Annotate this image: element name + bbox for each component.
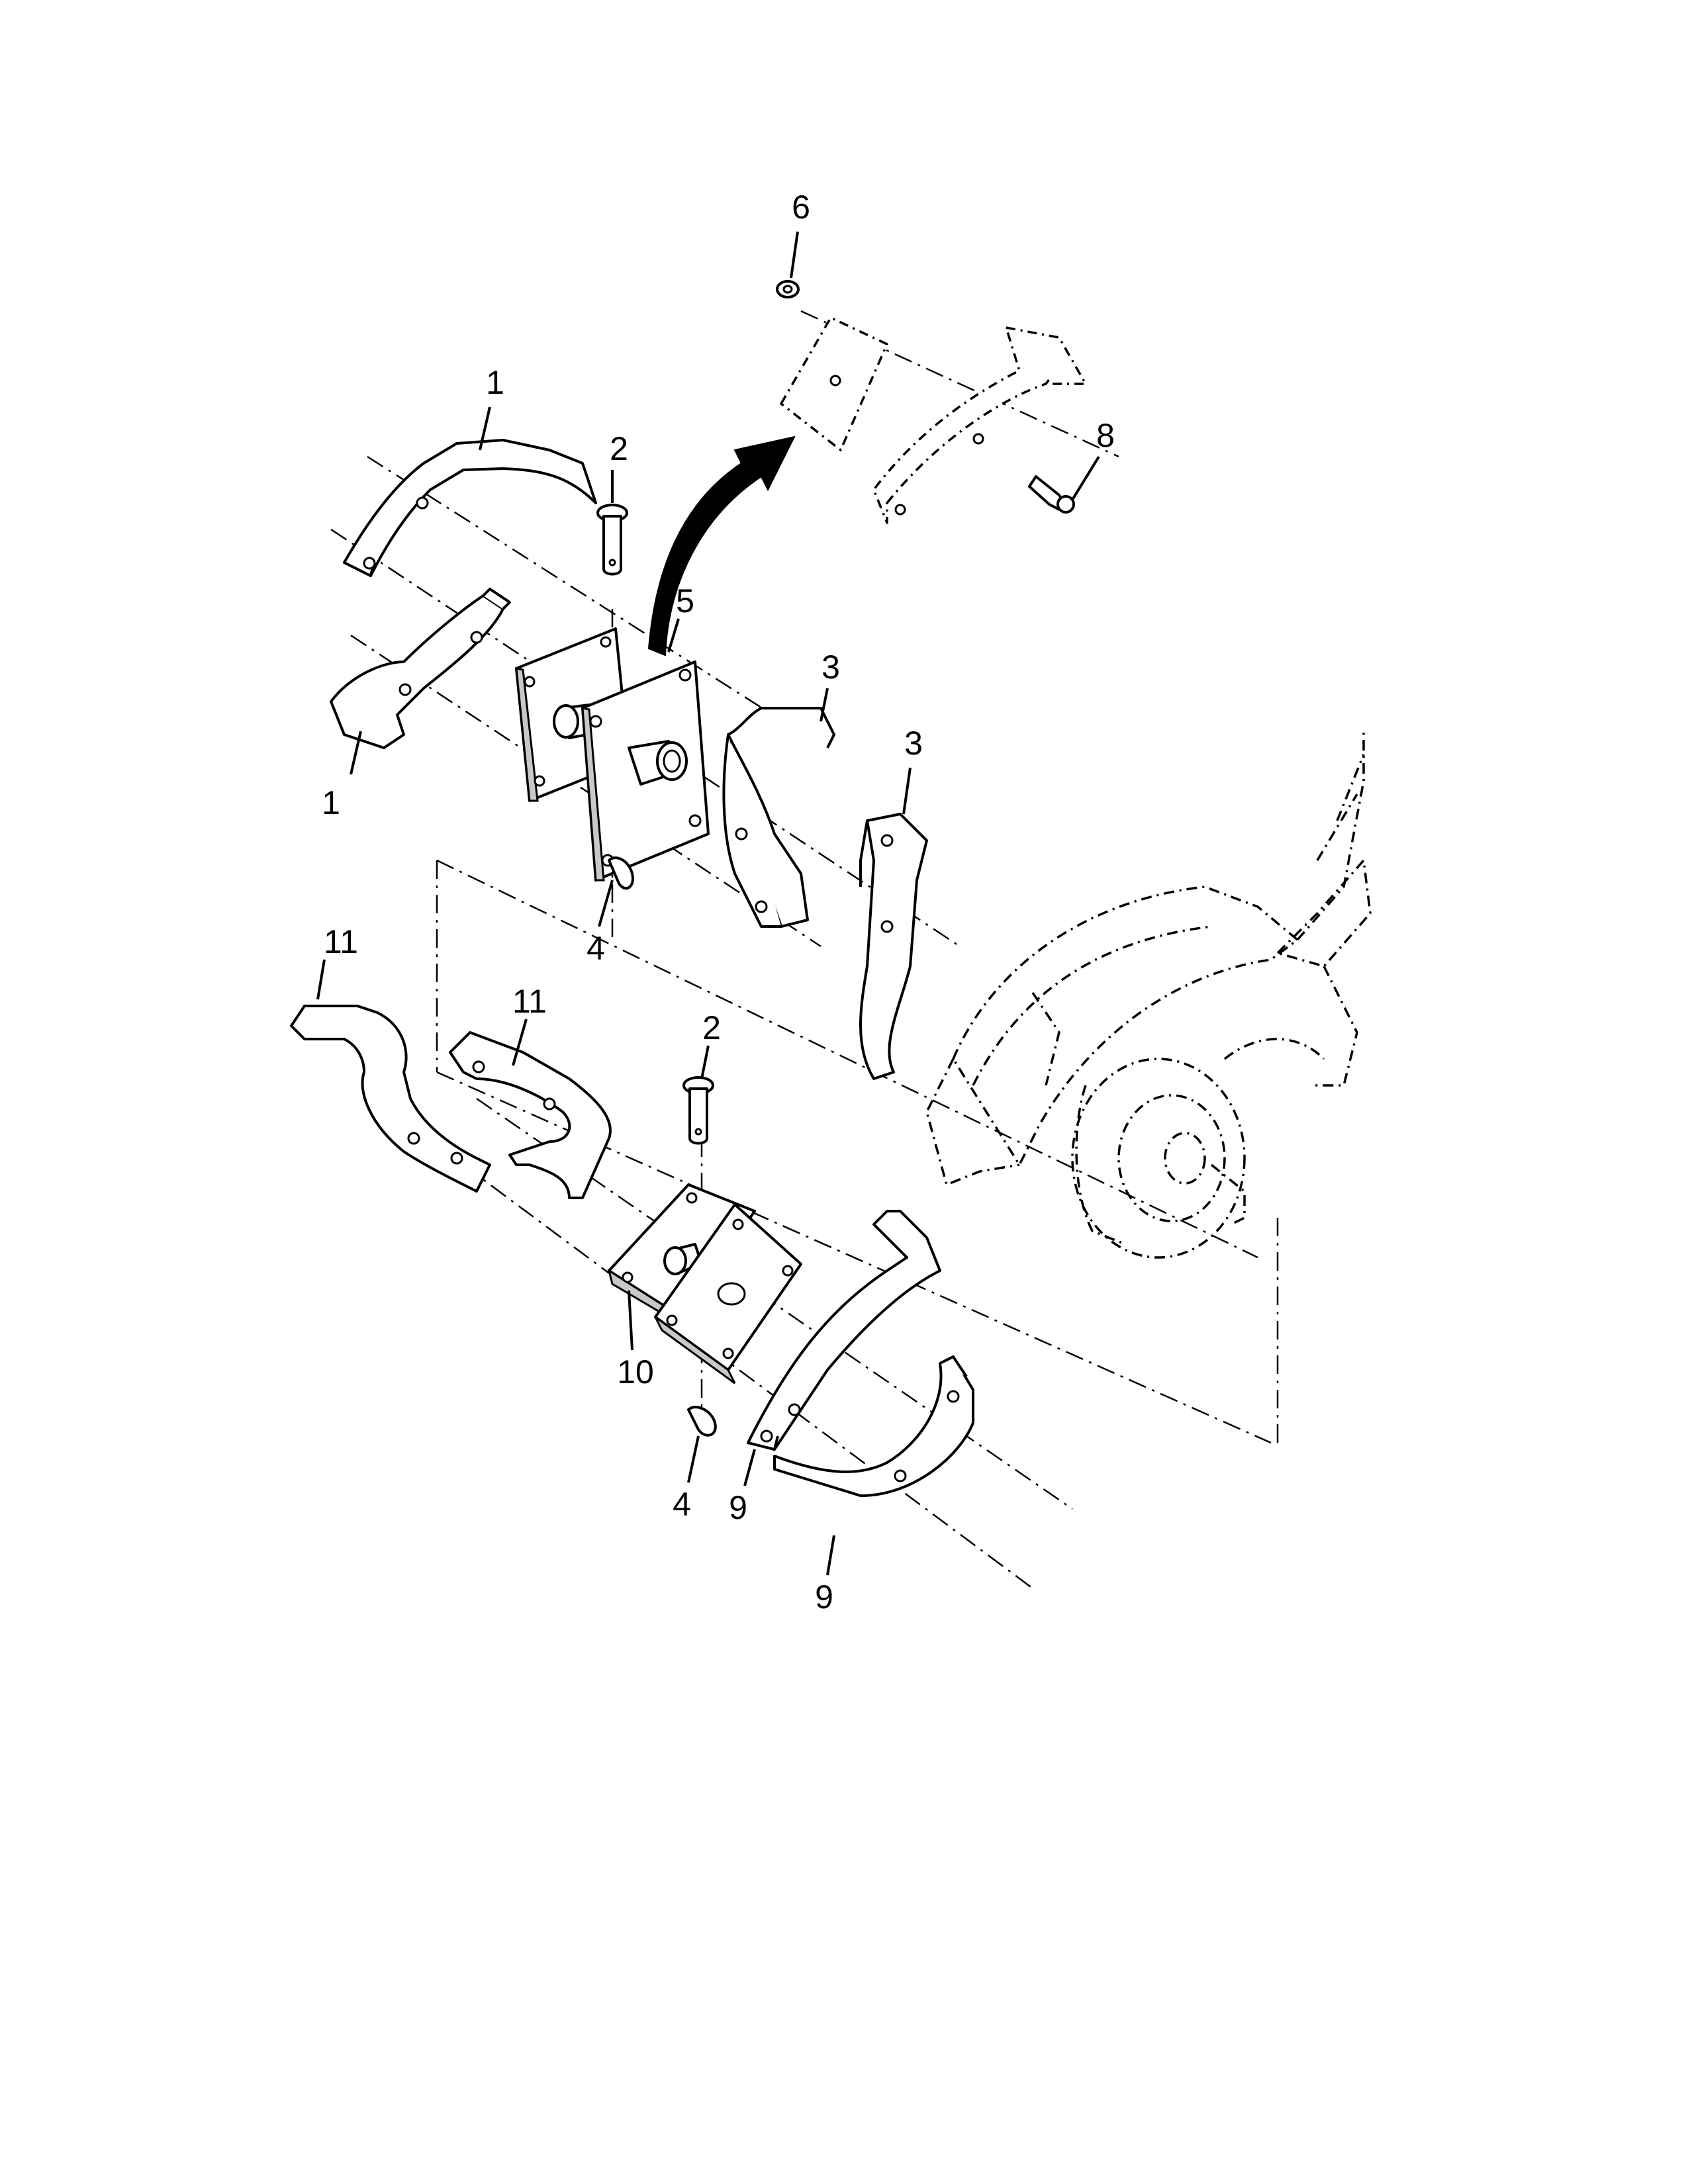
tine-lower-right-lower [773, 1355, 974, 1497]
callout-9-upper: 9 [729, 1489, 747, 1526]
clevis-pin-upper [596, 504, 628, 576]
callout-10: 10 [617, 1353, 654, 1390]
hub-flange-upper [515, 627, 710, 882]
detail-arrow [647, 435, 796, 657]
callout-3-inner: 3 [821, 649, 840, 686]
callout-9-lower: 9 [815, 1578, 833, 1615]
tine-left-lower [330, 588, 511, 749]
callout-2-upper: 2 [610, 430, 628, 467]
hairpin-clip-upper [608, 856, 634, 890]
tine-left-upper [343, 439, 597, 577]
callout-5: 5 [676, 582, 694, 619]
callout-6: 6 [792, 189, 810, 226]
callout-8: 8 [1096, 417, 1115, 454]
tine-left-near [449, 1031, 612, 1199]
tine-left-far [290, 1005, 491, 1193]
callout-leaders [316, 231, 1100, 1576]
callout-4-upper: 4 [586, 930, 605, 967]
callout-11-far: 11 [324, 923, 358, 960]
callout-2-lower: 2 [702, 1009, 721, 1046]
callout-4-lower: 4 [673, 1486, 691, 1523]
hex-bolt [1028, 475, 1075, 514]
callout-numbers: 1 2 5 6 8 3 3 1 4 11 11 2 10 4 9 9 [322, 189, 1115, 1615]
tine-lower-right-upper [747, 1210, 941, 1451]
callout-1-upper: 1 [486, 364, 504, 401]
tine-right-outer [859, 813, 928, 1080]
callout-1-lower: 1 [322, 784, 340, 821]
lock-nut [776, 280, 800, 298]
clevis-pin-lower [682, 1076, 714, 1145]
callout-11-near: 11 [512, 983, 547, 1020]
tine-detail-phantom [780, 316, 1087, 524]
tine-right-inner [722, 707, 835, 928]
hub-flange-lower [607, 1183, 802, 1385]
tiller-housing-phantom [925, 728, 1372, 1259]
callout-3-outer: 3 [904, 725, 923, 762]
hairpin-clip-lower [687, 1406, 717, 1437]
